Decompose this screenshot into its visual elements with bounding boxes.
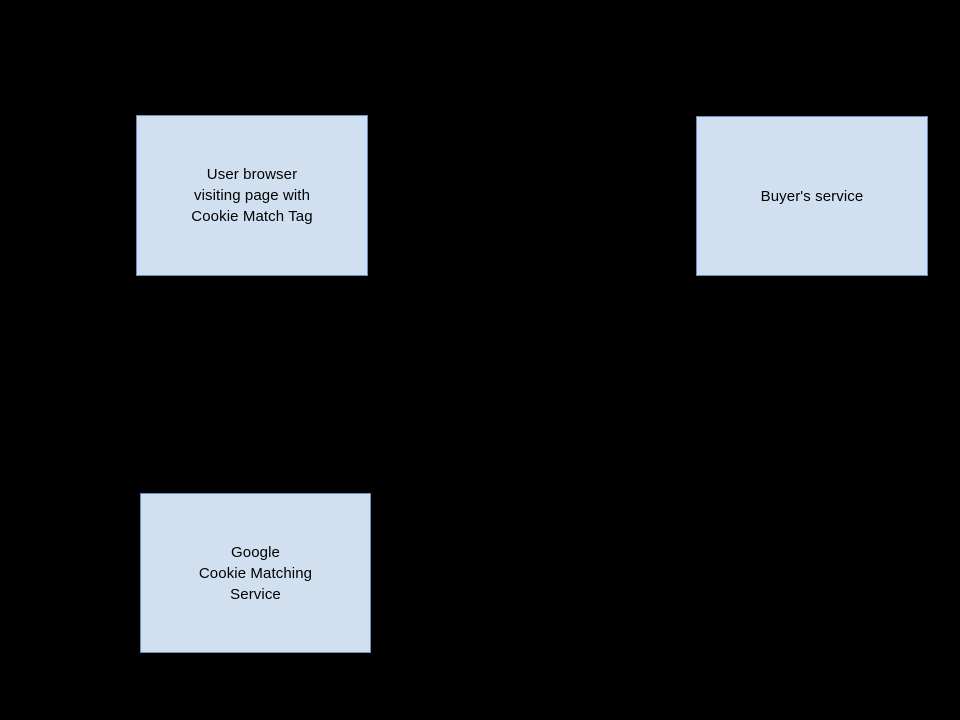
node-user-browser[interactable]: User browser visiting page with Cookie M… [136, 115, 368, 276]
node-google-cookie-matching-service-label: Google Cookie Matching Service [198, 543, 313, 603]
node-google-cookie-matching-service[interactable]: Google Cookie Matching Service [140, 493, 371, 653]
node-buyers-service-label: Buyer's service [760, 187, 864, 205]
node-user-browser-label: User browser visiting page with Cookie M… [191, 166, 313, 225]
node-buyers-service[interactable]: Buyer's service [696, 116, 928, 276]
